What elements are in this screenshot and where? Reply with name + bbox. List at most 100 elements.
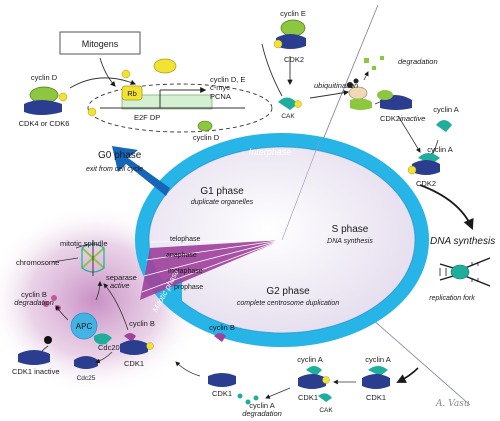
cak-g2-shape <box>318 393 332 402</box>
separase-label-2: active <box>110 281 130 290</box>
g1-title: G1 phase <box>200 186 244 197</box>
chromosome-leader <box>51 257 79 263</box>
cdk1-mitotic-shape <box>120 340 148 355</box>
ubiquitin-tag <box>347 82 353 88</box>
dna-promoter-box <box>121 94 213 110</box>
fragment <box>364 58 369 63</box>
cyclin-a-g2-label: cyclin A <box>365 355 390 364</box>
rb-phospho-protein <box>153 58 177 74</box>
replication-protein <box>450 264 470 280</box>
cdk1-inactive-shape <box>18 350 50 365</box>
cyclin-a-g2b-label: cyclin A <box>297 355 322 364</box>
cdk1-free-shape <box>208 373 236 387</box>
targets-line-3: PCNA <box>210 92 231 101</box>
cyclin-e-label: cyclin E <box>280 9 306 18</box>
interphase-label: Interphase <box>249 147 292 157</box>
targets-line-2: c-myc <box>210 83 230 92</box>
cyclin-b-deg-arrow <box>55 305 69 321</box>
cyclin-b-g2-label: cyclin B <box>209 323 235 332</box>
rb-label: Rb <box>127 89 137 98</box>
cdk2-active-shape <box>412 160 440 175</box>
cdk2-shape <box>276 34 306 49</box>
cyclin-a-shape <box>436 120 452 132</box>
g1-subtitle: duplicate organelles <box>191 199 254 206</box>
cdk2-reactivation-arrow <box>397 115 421 153</box>
cdk1-g2-shape <box>362 374 390 389</box>
stage-telophase: telophase <box>170 236 200 243</box>
stage-prophase: prophase <box>174 284 203 291</box>
cdk1-g2-label: CDK1 <box>366 393 386 402</box>
cdk2-path <box>261 43 283 97</box>
cyclin-a-g2b-shape <box>306 366 322 376</box>
degradation-label: degradation <box>398 57 438 66</box>
cdc25-label: Cdc25 <box>77 375 96 382</box>
cyclin-a-deg-label-2: degradation <box>242 409 282 418</box>
cdk-to-rb-arrow <box>69 77 137 89</box>
spindle-outline <box>81 243 105 273</box>
phospho-dot <box>407 165 417 175</box>
g0-title: G0 phase <box>98 150 142 161</box>
phospho-dot <box>87 107 97 117</box>
cyclin-a-label-1: cyclin A <box>433 105 458 114</box>
ubiquitin-tag <box>44 336 52 344</box>
g2-subtitle: complete centrosome duplication <box>237 300 339 307</box>
cdk2-inactive-cap <box>377 90 393 100</box>
cyclin-d-bottom-label: cyclin D <box>193 133 220 142</box>
replication-fork-label: replication fork <box>429 295 475 302</box>
ubiquitination-arrow <box>309 90 350 99</box>
dna-synthesis-arrow <box>419 184 474 230</box>
mitogens-box <box>59 31 141 55</box>
mitogens-label: Mitogens <box>82 39 119 49</box>
mitotic-stage-dividers <box>141 239 283 293</box>
cdk46-shape <box>24 100 62 115</box>
fragment <box>55 305 61 311</box>
cyclin-b-deg-label-2: degradation <box>14 298 54 307</box>
phospho-dot <box>121 69 131 79</box>
rb-loop <box>87 83 273 133</box>
mitogens-arrow <box>99 57 116 87</box>
cdk1-to-separase-arrow <box>103 283 129 331</box>
cak-g2-label: CAK <box>319 407 333 414</box>
mitotic-spindle-label: mitotic spindle <box>60 239 108 248</box>
cyclin-d-small <box>197 120 213 132</box>
cdk1-mitotic-label: CDK1 <box>124 359 144 368</box>
cyclin-a-g2-shape <box>368 366 388 376</box>
cyclin-a-label-2: cyclin A <box>427 145 452 154</box>
cdc25-shape <box>74 356 98 369</box>
cdk2-inactive-label-b: inactive <box>400 114 425 123</box>
cyclin-b-mitotic-shape <box>124 333 136 342</box>
cdc20-label: Cdc20 <box>98 343 120 352</box>
cak-label: CAK <box>281 113 295 120</box>
phospho-dot <box>294 100 302 108</box>
artist-signature: A. Vasu <box>435 399 470 409</box>
fragment <box>237 393 243 399</box>
fragment <box>380 56 384 60</box>
cyclin-a-deg-arrow <box>265 387 291 399</box>
cdc25-arrow <box>95 351 113 364</box>
cdk2-inactive-label-a: CDK2 <box>380 114 400 123</box>
g0-exit-arrow <box>112 146 170 196</box>
cak-shape <box>278 97 298 110</box>
dna-synthesis-label: DNA synthesis <box>430 236 495 247</box>
apc-to-separase-arrow <box>95 281 103 301</box>
cyclin-a-active-shape <box>418 153 440 164</box>
cdk1-free-label: CDK1 <box>212 389 232 398</box>
cyclin-d-label: cyclin D <box>31 73 58 82</box>
cdk46-label: CDK4 or CDK6 <box>19 119 70 128</box>
s-subtitle: DNA synthesis <box>327 238 373 245</box>
cyclin-b-shape <box>214 333 226 342</box>
cdc20-shape <box>94 333 112 345</box>
g2-title: G2 phase <box>266 286 310 297</box>
cyclin-b-deg-label-1: cyclin B <box>21 290 47 299</box>
g0-subtitle: exit from cell cycle <box>86 166 143 173</box>
cdk1-to-mitosis-arrow <box>175 361 201 377</box>
fragment <box>51 295 57 301</box>
cdk1-g2b-shape <box>298 374 326 389</box>
phospho-dot <box>273 39 283 49</box>
ubiquitination-label: ubiquitination <box>314 81 358 90</box>
apc-shape <box>70 312 98 340</box>
mitotic-phase-wedge <box>140 240 282 300</box>
cdk1-inactive-label: CDK1 inactive <box>12 367 60 376</box>
stage-anaphase: anaphase <box>166 252 197 259</box>
